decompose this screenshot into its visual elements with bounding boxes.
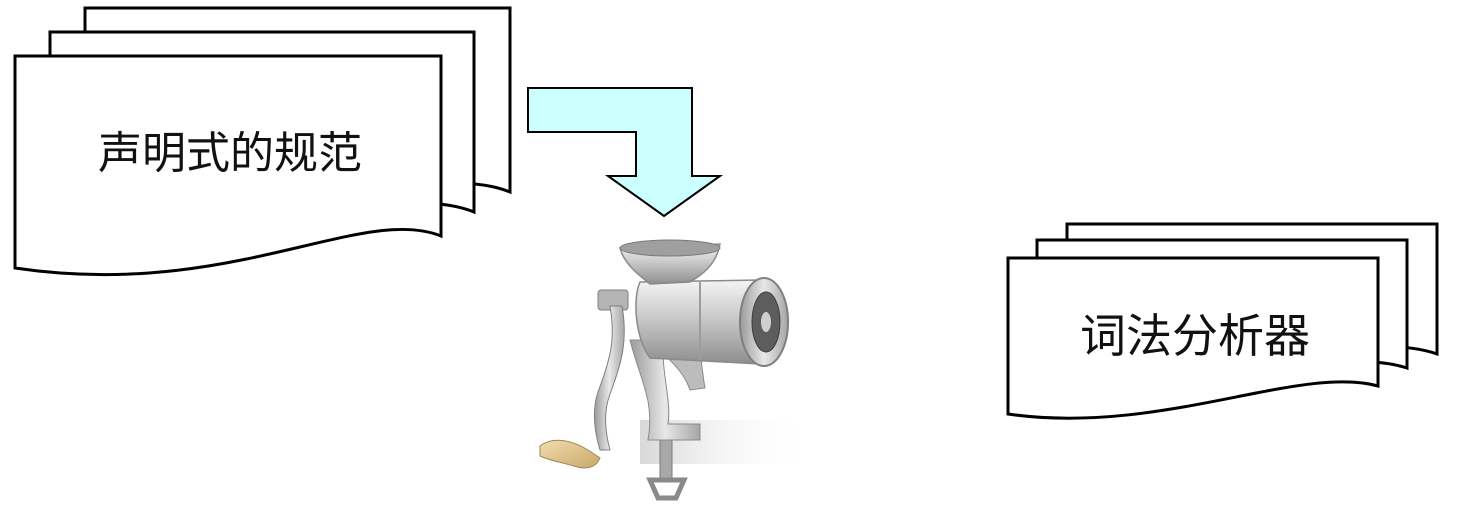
input-document-page-front [13,54,443,277]
input-document-stack: 声明式的规范 [13,6,512,277]
flow-arrow [527,87,724,218]
clamp-wingnut [646,477,688,501]
input-document-label: 声明式的规范 [98,128,362,179]
hopper-mouth [619,239,721,257]
crank-handle [539,439,601,469]
grinder-barrel [635,279,761,365]
clamp-screw [659,439,673,481]
output-document-stack: 词法分析器 [1006,222,1439,420]
cutting-plate-center [761,312,771,332]
meat-grinder-icon [539,239,810,501]
clamp-frame [629,339,701,441]
crank-arm [593,305,625,451]
output-document-label: 词法分析器 [1080,309,1310,363]
output-document-page-front [1006,256,1380,420]
